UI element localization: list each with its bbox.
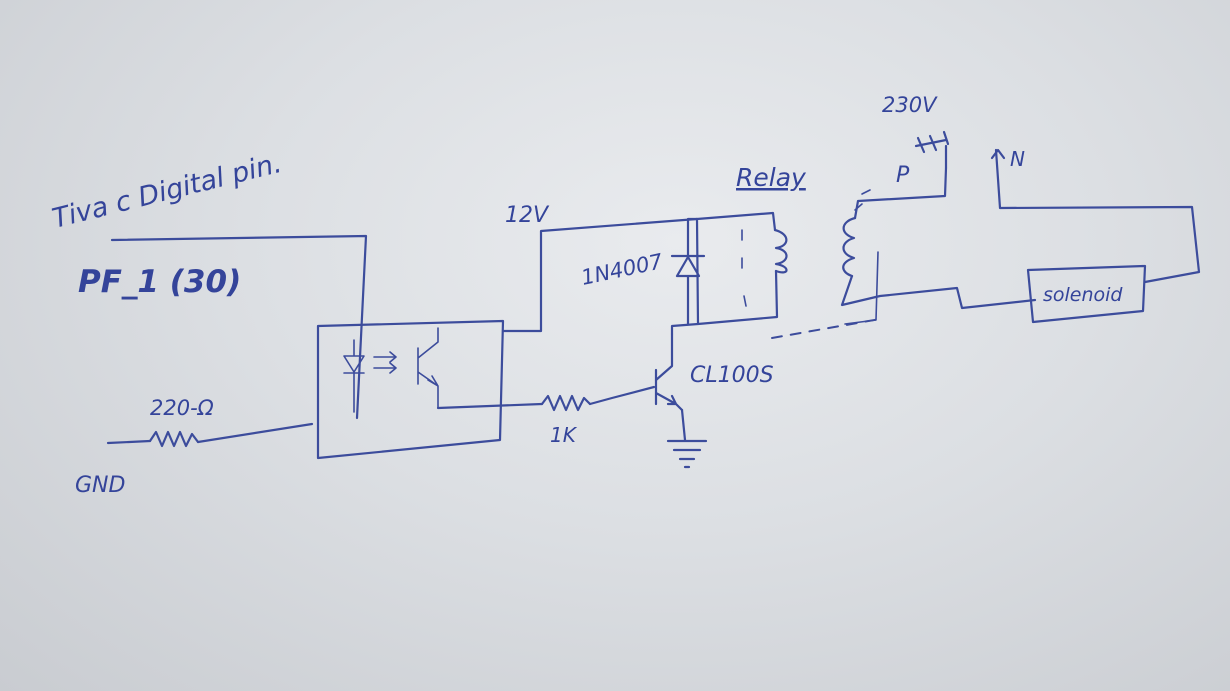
phase-plug-mark — [914, 130, 950, 154]
resistor-1k-label: 1K — [550, 423, 578, 447]
relay-inner-marks — [741, 229, 747, 307]
flyback-diode-symbol — [670, 217, 706, 326]
pin-label: PF_1 (30) — [78, 264, 241, 300]
inner-relay-path — [844, 251, 879, 325]
supply-230v-label: 230V — [882, 93, 938, 117]
solenoid-box — [1026, 264, 1147, 324]
neutral-label: N — [1010, 147, 1025, 171]
signal-wire — [110, 234, 368, 420]
resistor-220-label: 220-Ω — [150, 396, 214, 420]
ground-input-wire — [106, 439, 152, 445]
relay-mechanical-link — [771, 318, 881, 339]
supply-12v-label: 12V — [505, 203, 550, 228]
relay-coil-symbol — [773, 228, 788, 274]
relay-label: Relay — [736, 163, 807, 192]
phase-label: P — [896, 163, 910, 188]
transistor-symbol — [654, 332, 684, 412]
neutral-terminal-mark — [990, 148, 1006, 160]
base-wire — [588, 385, 656, 406]
mains-loop-wire — [840, 166, 1037, 310]
tiva-pin-label: Tiva c Digital pin. — [49, 148, 285, 235]
light-arrows-symbol — [373, 351, 397, 374]
transistor-label: CL100S — [690, 363, 774, 388]
solenoid-label: solenoid — [1043, 284, 1123, 306]
led-symbol — [343, 339, 365, 413]
resistor-220-symbol — [148, 430, 200, 448]
neutral-wire — [994, 148, 1201, 284]
supply-12v-wire — [501, 217, 699, 333]
phototransistor-symbol — [417, 327, 439, 409]
resistor-1k-symbol — [540, 394, 592, 412]
gnd-label: GND — [75, 473, 125, 498]
opto-output-wire — [436, 402, 544, 410]
ground-return-wire — [196, 422, 314, 444]
emitter-ground-wire — [680, 408, 687, 442]
ground-symbol — [666, 439, 708, 469]
relay-contact-coil — [842, 216, 857, 278]
diode-label: 1N4007 — [579, 249, 665, 290]
optocoupler-box — [316, 319, 505, 460]
